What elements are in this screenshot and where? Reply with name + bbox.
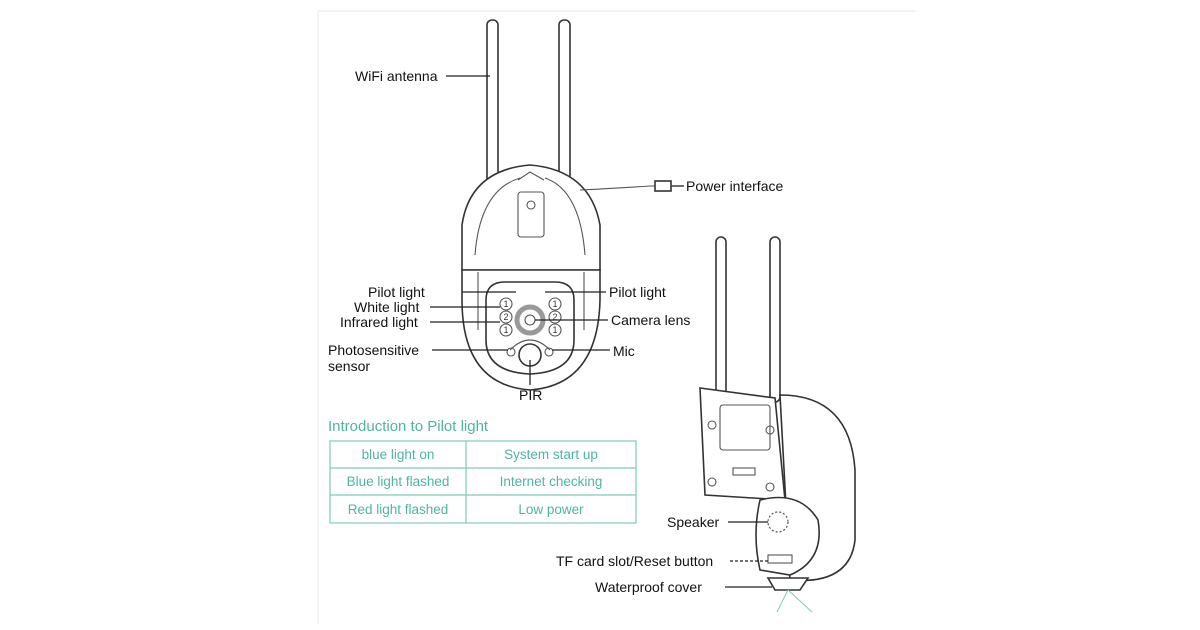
front-camera-drawing: 1 2 1 1 2 1 [461, 19, 672, 391]
svg-text:1: 1 [552, 325, 557, 335]
label-pilot-light-right: Pilot light [609, 284, 666, 300]
waterproof-cover [766, 577, 810, 591]
label-white-light: White light [354, 299, 419, 315]
label-power-interface: Power interface [686, 178, 783, 194]
row-state: Blue light flashed [347, 474, 450, 489]
table-title: Introduction to Pilot light [328, 418, 489, 435]
back-camera-drawing [699, 236, 856, 613]
right-leds: 1 2 1 [548, 297, 562, 337]
row-meaning: System start up [504, 447, 598, 462]
row-state: blue light on [362, 447, 435, 462]
row-state: Red light flashed [348, 502, 449, 517]
label-waterproof-cover: Waterproof cover [595, 579, 702, 595]
tf-card-slot [767, 554, 793, 564]
photosensitive-sensor [506, 347, 516, 357]
pilot-light-table: Introduction to Pilot light blue light o… [328, 418, 637, 524]
front-callouts: WiFi antenna Power interface Pilot light… [328, 68, 783, 403]
speaker-grille [767, 511, 789, 533]
left-leds: 1 2 1 [499, 297, 513, 337]
right-antenna [558, 19, 571, 191]
svg-text:1: 1 [552, 299, 557, 309]
left-antenna [486, 19, 499, 191]
label-pir: PIR [519, 387, 542, 403]
row-meaning: Internet checking [500, 474, 603, 489]
back-right-antenna [769, 236, 781, 403]
dome [461, 164, 601, 271]
label-tf-card-slot: TF card slot/Reset button [556, 553, 713, 569]
svg-text:2: 2 [552, 312, 557, 322]
label-mic: Mic [613, 343, 635, 359]
row-meaning: Low power [518, 502, 584, 517]
label-photosensitive: Photosensitive [328, 342, 419, 358]
label-camera-lens: Camera lens [611, 312, 690, 328]
label-infrared-light: Infrared light [340, 314, 418, 330]
label-pilot-light-left: Pilot light [368, 284, 425, 300]
power-connector [654, 180, 672, 192]
label-sensor: sensor [328, 358, 370, 374]
svg-text:2: 2 [503, 312, 508, 322]
label-speaker: Speaker [667, 514, 719, 530]
mic-hole [544, 347, 554, 357]
back-callouts: Speaker TF card slot/Reset button Waterp… [556, 514, 772, 595]
back-left-antenna [715, 236, 727, 403]
svg-text:1: 1 [503, 299, 508, 309]
label-wifi-antenna: WiFi antenna [355, 68, 438, 84]
svg-text:1: 1 [503, 325, 508, 335]
